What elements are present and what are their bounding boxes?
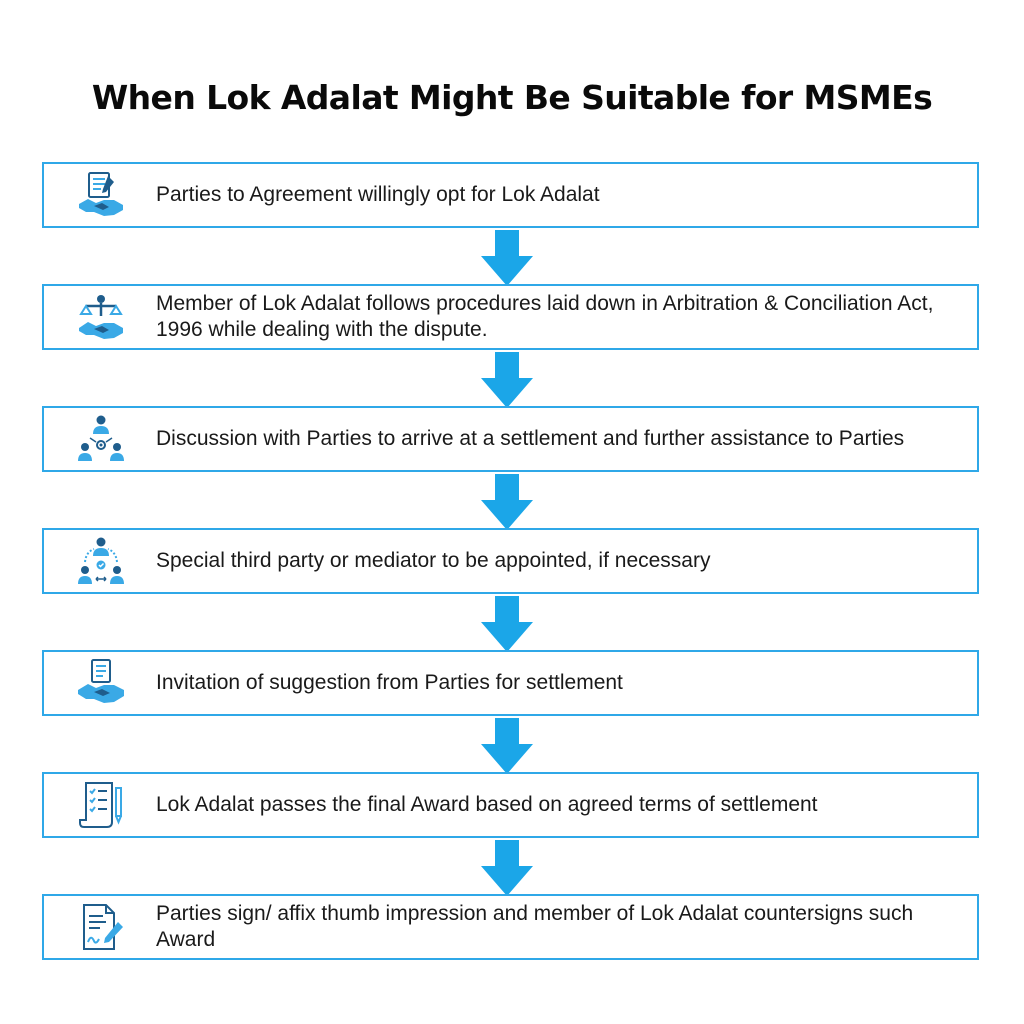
flow-step-5: Invitation of suggestion from Parties fo…	[42, 650, 979, 716]
flow-step-6: Lok Adalat passes the final Award based …	[42, 772, 979, 838]
flow-step-text: Lok Adalat passes the final Award based …	[156, 793, 818, 816]
down-arrow-icon	[481, 474, 533, 530]
page-title: When Lok Adalat Might Be Suitable for MS…	[91, 78, 933, 117]
document-handshake-icon	[74, 656, 128, 710]
flow-step-text: Parties sign/ affix thumb impression and…	[156, 902, 914, 951]
flow-step-text: Parties to Agreement willingly opt for L…	[156, 183, 600, 206]
down-arrow-icon	[481, 718, 533, 774]
agreement-handshake-icon	[74, 168, 128, 222]
flow-step-text: Special third party or mediator to be ap…	[156, 549, 711, 572]
signed-document-icon	[74, 900, 128, 954]
flow-step-4: Special third party or mediator to be ap…	[42, 528, 979, 594]
flow-step-1: Parties to Agreement willingly opt for L…	[42, 162, 979, 228]
down-arrow-icon	[481, 840, 533, 896]
team-discussion-icon	[74, 412, 128, 466]
flow-step-text: Invitation of suggestion from Parties fo…	[156, 671, 623, 694]
flow-step-2: Member of Lok Adalat follows procedures …	[42, 284, 979, 350]
down-arrow-icon	[481, 352, 533, 408]
flow-step-text: Member of Lok Adalat follows procedures …	[156, 292, 934, 341]
flow-step-3: Discussion with Parties to arrive at a s…	[42, 406, 979, 472]
down-arrow-icon	[481, 230, 533, 286]
checklist-scroll-icon	[74, 778, 128, 832]
flow-step-text: Discussion with Parties to arrive at a s…	[156, 427, 905, 450]
down-arrow-icon	[481, 596, 533, 652]
mediator-icon	[74, 534, 128, 588]
justice-scale-handshake-icon	[74, 290, 128, 344]
flow-step-7: Parties sign/ affix thumb impression and…	[42, 894, 979, 960]
